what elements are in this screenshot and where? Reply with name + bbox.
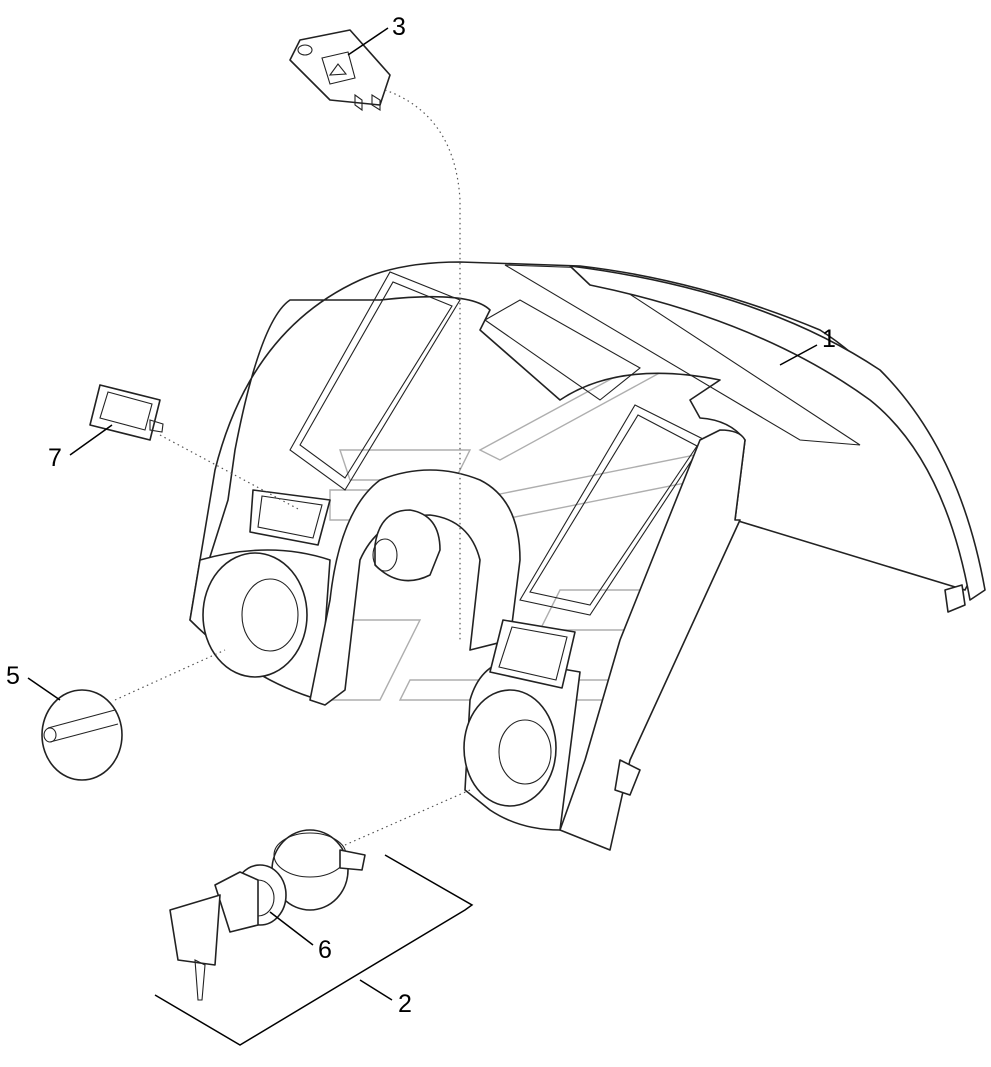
indicator-lamp — [89, 384, 164, 441]
callout-7: 7 — [48, 444, 62, 472]
rotary-knob — [41, 689, 123, 781]
callout-2: 2 — [398, 990, 412, 1018]
callout-labels: 3 1 7 5 6 2 — [6, 13, 836, 1018]
callout-5: 5 — [6, 662, 20, 690]
hazard-switch — [289, 29, 391, 112]
ignition-switch — [169, 829, 366, 1001]
assembly-paths — [114, 89, 471, 846]
leader-lines — [27, 27, 818, 1001]
callout-3: 3 — [392, 13, 406, 41]
assembly-bracket — [154, 854, 474, 1046]
dashboard-panel — [189, 261, 986, 851]
callout-6: 6 — [318, 936, 332, 964]
callout-1: 1 — [822, 325, 836, 353]
